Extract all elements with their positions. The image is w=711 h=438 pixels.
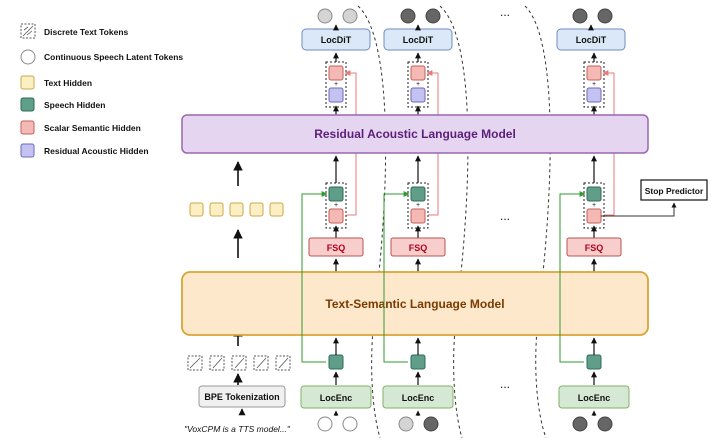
bottom-ellipsis: ... xyxy=(500,377,510,391)
tslm-label: Text-Semantic Language Model xyxy=(325,297,504,311)
locenc-label: LocEnc xyxy=(578,393,611,403)
locdit-label: LocDiT xyxy=(321,35,352,45)
locdit-block-1: LocDiT xyxy=(301,28,371,51)
plus-sign: + xyxy=(592,81,596,88)
locdit-label: LocDiT xyxy=(576,35,607,45)
legend-label: Continuous Speech Latent Tokens xyxy=(44,52,183,62)
residual-acoustic-language-model: Residual Acoustic Language Model xyxy=(181,114,649,154)
bpe-label: BPE Tokenization xyxy=(204,392,279,402)
input-latent-tokens xyxy=(317,416,613,432)
legend-label: Speech Hidden xyxy=(44,100,105,110)
plus-sign: + xyxy=(334,81,338,88)
top-ellipsis: ... xyxy=(500,5,510,19)
legend-label: Scalar Semantic Hidden xyxy=(44,123,141,133)
residual-acoustic-hidden-swatch xyxy=(20,143,35,158)
text-semantic-language-model: Text-Semantic Language Model xyxy=(181,271,649,336)
locdit-blocks: LocDiT LocDiT LocDiT xyxy=(301,28,626,51)
fsq-blocks: FSQ FSQ FSQ xyxy=(308,237,622,257)
legend-item-text-hidden: Text Hidden xyxy=(20,75,92,90)
legend: Discrete Text Tokens Continuous Speech L… xyxy=(20,23,183,158)
locdit-block-2: LocDiT xyxy=(383,28,453,51)
fsq-block-1: FSQ xyxy=(308,237,364,257)
bpe-tokenization: BPE Tokenization xyxy=(198,385,286,408)
fsq-block-3: FSQ xyxy=(566,237,622,257)
lower-hidden-stacks: + + + xyxy=(325,182,605,229)
output-latent-tokens xyxy=(317,8,613,24)
legend-label: Discrete Text Tokens xyxy=(44,27,129,37)
scalar-semantic-hidden-swatch xyxy=(20,120,35,135)
legend-item-continuous-speech-latent-tokens: Continuous Speech Latent Tokens xyxy=(20,49,183,65)
feedback-curves xyxy=(357,5,551,438)
stop-predictor: Stop Predictor xyxy=(640,179,708,201)
legend-item-speech-hidden: Speech Hidden xyxy=(20,97,105,112)
locdit-block-3: LocDiT xyxy=(556,28,626,51)
legend-label: Text Hidden xyxy=(44,78,92,88)
locenc-block-1: LocEnc xyxy=(300,385,372,409)
discrete-text-token-row xyxy=(187,355,291,371)
legend-item-discrete-text-tokens: Discrete Text Tokens xyxy=(20,23,129,39)
locenc-label: LocEnc xyxy=(402,393,435,403)
plus-sign: + xyxy=(592,202,596,209)
locenc-blocks: LocEnc LocEnc LocEnc xyxy=(300,385,630,409)
text-hidden-row xyxy=(189,202,284,217)
text-hidden-swatch xyxy=(20,75,35,90)
upper-hidden-stacks: + + + xyxy=(325,61,605,108)
legend-item-residual-acoustic-hidden: Residual Acoustic Hidden xyxy=(20,143,149,158)
plus-sign: + xyxy=(416,81,420,88)
fsq-block-2: FSQ xyxy=(390,237,446,257)
legend-item-scalar-semantic-hidden: Scalar Semantic Hidden xyxy=(20,120,141,135)
fsq-label: FSQ xyxy=(327,243,346,253)
locenc-block-2: LocEnc xyxy=(382,385,454,409)
fsq-label: FSQ xyxy=(585,243,604,253)
circle-icon xyxy=(20,49,36,65)
locenc-label: LocEnc xyxy=(320,393,353,403)
middle-ellipsis: ... xyxy=(500,209,510,223)
discrete-token-icon xyxy=(20,23,36,39)
stop-predictor-label: Stop Predictor xyxy=(645,186,704,196)
locenc-block-3: LocEnc xyxy=(558,385,630,409)
locdit-label: LocDiT xyxy=(403,35,434,45)
speech-hidden-swatch xyxy=(20,97,35,112)
ralm-label: Residual Acoustic Language Model xyxy=(314,127,516,141)
fsq-label: FSQ xyxy=(409,243,428,253)
input-text: "VoxCPM is a TTS model..." xyxy=(184,424,291,434)
plus-sign: + xyxy=(334,202,338,209)
legend-label: Residual Acoustic Hidden xyxy=(44,146,149,156)
plus-sign: + xyxy=(416,202,420,209)
